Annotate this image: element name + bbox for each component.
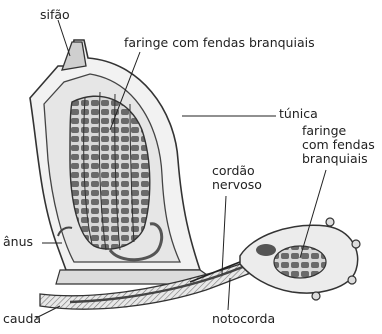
label-tail: cauda	[3, 312, 41, 326]
label-pharynx-larva-line3: branquiais	[302, 152, 375, 166]
label-notochord: notocorda	[212, 312, 275, 326]
label-nerve-cord-line2: nervoso	[212, 178, 262, 192]
label-nerve-cord-line1: cordão	[212, 164, 262, 178]
label-pharynx-larva-line2: com fendas	[302, 138, 375, 152]
label-tunic: túnica	[279, 107, 318, 121]
label-pharynx-adult: faringe com fendas branquiais	[124, 36, 315, 50]
adult-tunicate	[30, 40, 220, 284]
label-nerve-cord: cordão nervoso	[212, 164, 262, 192]
larva-pharynx	[274, 246, 326, 278]
siphon	[62, 42, 86, 70]
label-anus: ânus	[3, 235, 33, 249]
label-pharynx-larva-line1: faringe	[302, 124, 375, 138]
label-siphon: sifão	[40, 8, 70, 22]
label-pharynx-larva: faringe com fendas branquiais	[302, 124, 375, 166]
